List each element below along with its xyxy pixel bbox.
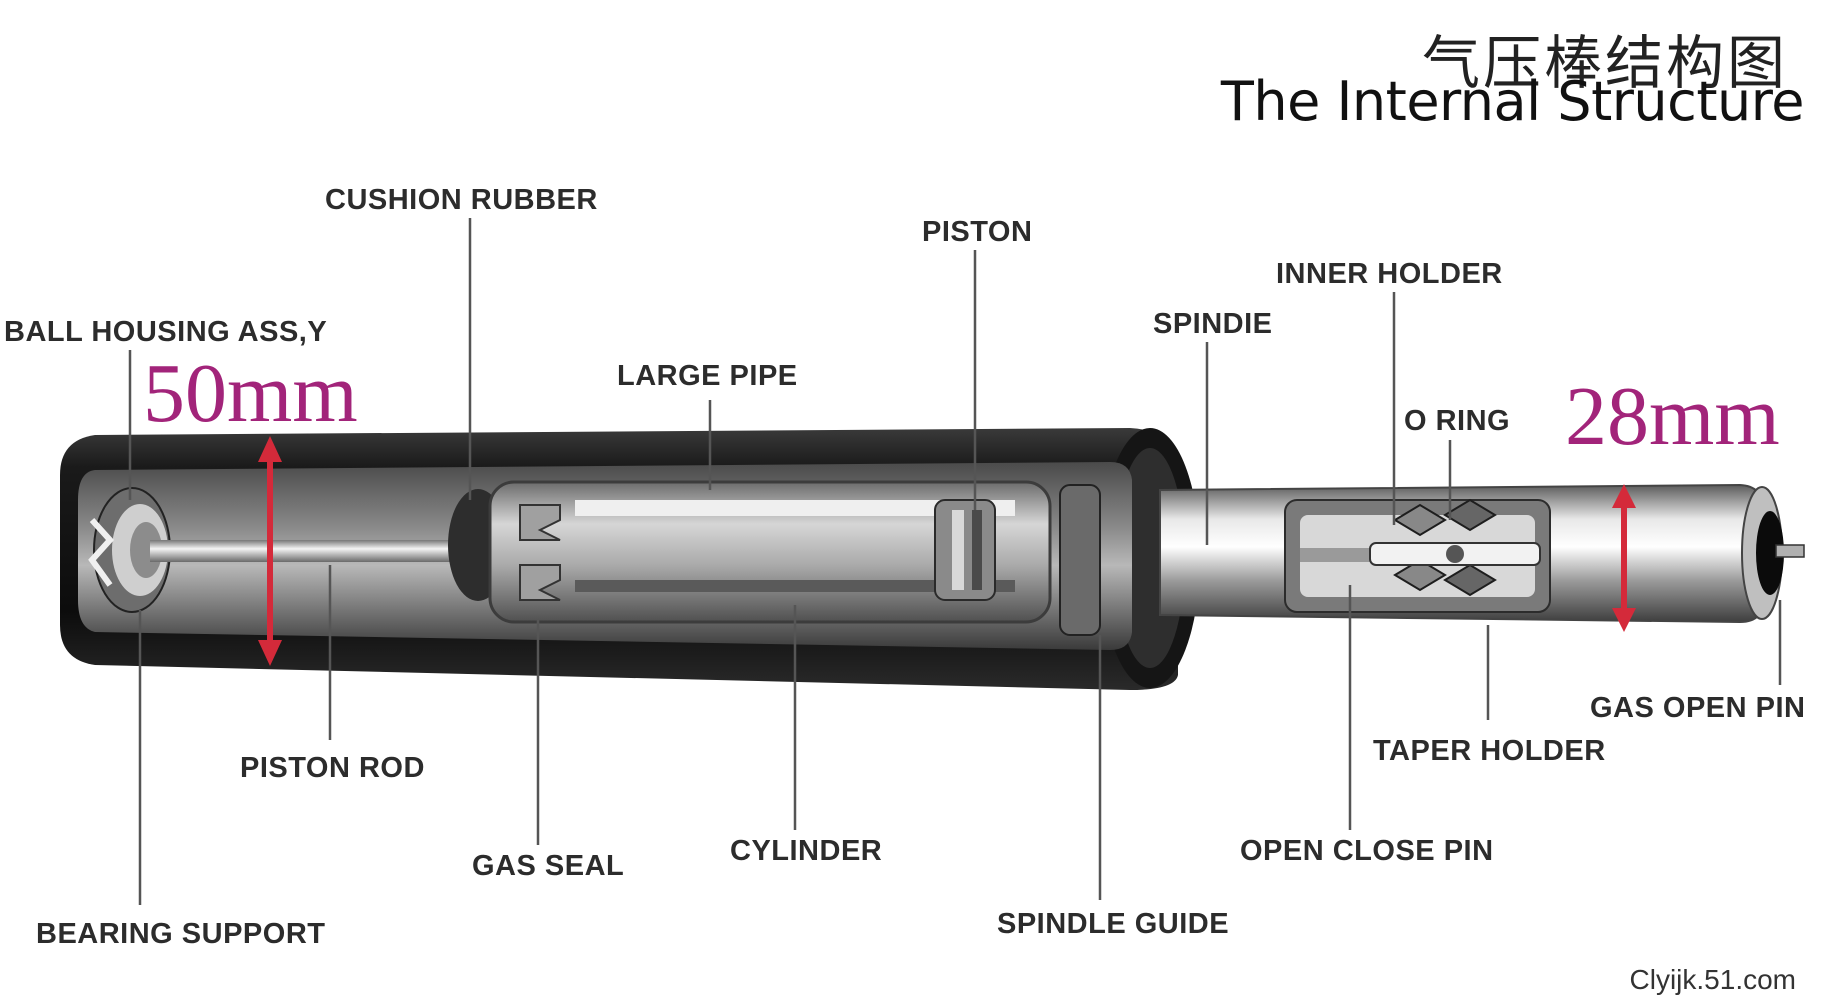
ball-housing-assembly [88,487,171,613]
title-english: The Internal Structure [1220,70,1805,133]
piston [934,499,996,601]
title-chinese: 气压棒结构图 [1421,29,1788,97]
dimension-arrow-outer [258,436,282,666]
label-gas-seal: GAS SEAL [472,850,625,882]
large-pipe [488,480,1052,624]
valve-mechanism [1369,498,1541,597]
label-spindle-guide: SPINDLE GUIDE [997,908,1230,940]
watermark: Clyijk.51.com [1629,964,1796,995]
dimension-outer-diameter: 50mm [143,347,358,440]
label-inner-holder: INNER HOLDER [1276,258,1503,290]
label-piston-rod: PISTON ROD [240,752,425,784]
spindle-guide [1059,484,1101,636]
dimension-inner-diameter: 28mm [1565,370,1780,463]
leader-lines [128,218,1782,905]
label-spindie: SPINDIE [1153,308,1273,340]
label-bearing-support: BEARING SUPPORT [36,918,326,950]
label-ball-housing: BALL HOUSING ASS,Y [4,316,328,348]
label-open-close-pin: OPEN CLOSE PIN [1240,835,1494,867]
gas-open-pin [1775,544,1805,558]
label-large-pipe: LARGE PIPE [617,360,798,392]
label-cylinder: CYLINDER [730,835,883,867]
label-cushion-rubber: CUSHION RUBBER [325,184,598,216]
label-piston: PISTON [922,216,1033,248]
label-gas-open-pin: GAS OPEN PIN [1590,692,1806,724]
label-taper-holder: TAPER HOLDER [1373,735,1606,767]
dimension-arrow-inner [1612,484,1636,632]
label-o-ring: O RING [1404,405,1511,437]
